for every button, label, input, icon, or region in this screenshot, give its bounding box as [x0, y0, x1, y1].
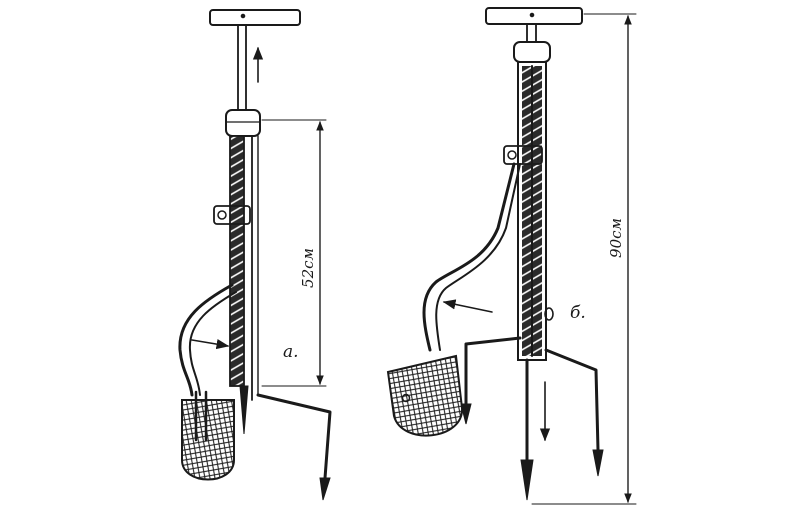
- tool-a-clamp: [213, 205, 251, 225]
- tool-a-spring-tube: [229, 135, 259, 401]
- tool-a-foot-leg: [256, 393, 332, 480]
- tool-b-clamp: [503, 145, 543, 165]
- tool-b-collar: [513, 41, 551, 63]
- tool-b-right-leg: [544, 348, 600, 452]
- tool-b-letter: б.: [570, 303, 586, 323]
- tool-a: 52см а.: [178, 9, 332, 501]
- tool-a-dimension-line: [261, 119, 327, 387]
- tool-b-spring-tube: [517, 61, 547, 361]
- tool-a-side-arrow: [191, 339, 230, 350]
- tool-a-letter: а.: [283, 342, 299, 362]
- tool-b-lever-arm: [422, 162, 516, 352]
- tool-b-left-leg: [464, 336, 522, 406]
- tool-b-side-arrow: [442, 299, 493, 313]
- tool-b: 90см б.: [386, 7, 637, 505]
- tool-a-t-handle: [209, 9, 301, 111]
- tool-a-collar: [225, 109, 261, 137]
- tool-a-spear-tip: [239, 385, 249, 435]
- tool-a-shovel-blade: [181, 390, 235, 481]
- tool-b-dimension-line: [531, 13, 637, 505]
- tool-b-t-handle: [485, 7, 583, 43]
- tool-a-curved-arm: [178, 283, 234, 397]
- tool-b-dimension-label: 90см: [607, 218, 625, 258]
- tool-b-shovel-blade: [386, 354, 464, 437]
- tool-a-dimension-label: 52см: [299, 248, 317, 288]
